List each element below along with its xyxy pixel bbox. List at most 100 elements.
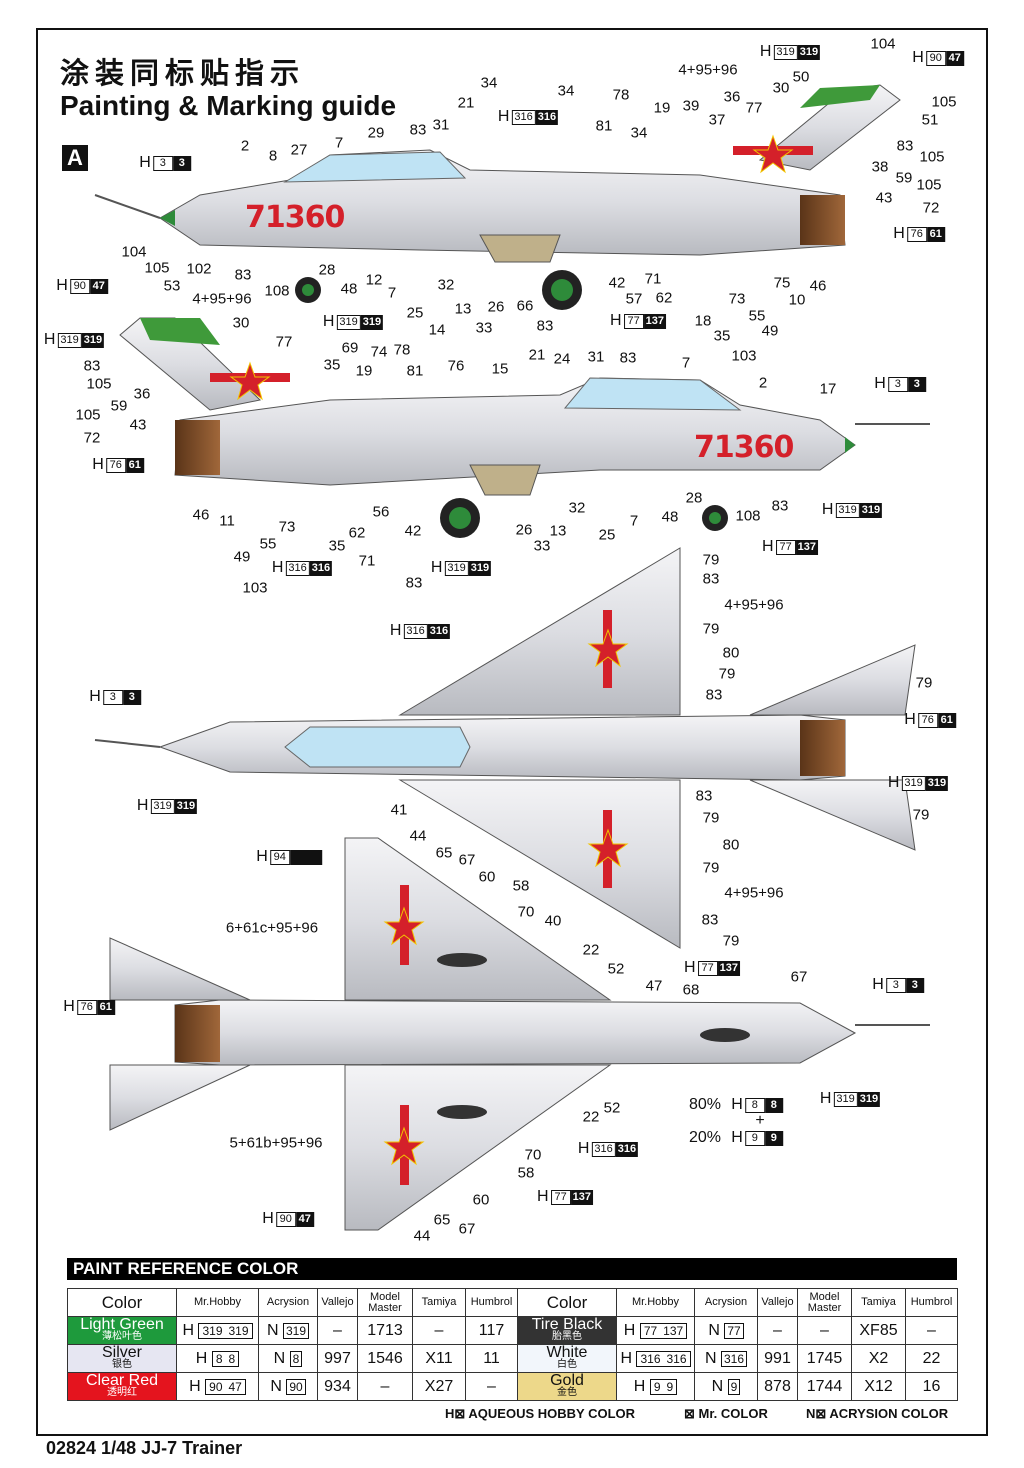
callout-number: 5+61b+95+96 bbox=[229, 1134, 323, 1152]
callout-number: 108 bbox=[264, 282, 290, 300]
code-box-black: 137 bbox=[570, 1189, 593, 1205]
callout-number: 62 bbox=[348, 524, 366, 542]
callout-number: 4+95+96 bbox=[678, 61, 738, 79]
callout-number: 33 bbox=[533, 537, 551, 555]
h-prefix: H bbox=[92, 456, 104, 473]
header-tamiya: Tamiya bbox=[851, 1288, 906, 1317]
callout-number: 83 bbox=[701, 911, 719, 929]
code-box-black: 9 bbox=[764, 1130, 783, 1146]
color-name-cn: 胎黑色 bbox=[552, 1330, 582, 1342]
callout-number: 30 bbox=[232, 314, 250, 332]
paint-reference-heading: PAINT REFERENCE COLOR bbox=[67, 1258, 957, 1280]
mix-badge-1: H 8 8 bbox=[731, 1096, 783, 1114]
model-master-cell: – bbox=[797, 1316, 852, 1345]
h-prefix: H bbox=[256, 848, 268, 865]
h-prefix: H bbox=[633, 1377, 646, 1395]
model-master-cell: 1546 bbox=[357, 1344, 413, 1373]
color-name: Tire Black bbox=[531, 1315, 603, 1333]
code-box-black: 137 bbox=[643, 313, 666, 329]
code-box: 77 bbox=[724, 1322, 744, 1339]
callout-number: 6+61c+95+96 bbox=[225, 919, 319, 937]
callout-number: 2 bbox=[758, 374, 768, 392]
h-prefix: H bbox=[874, 375, 886, 392]
aircraft-drawings bbox=[94, 84, 930, 1231]
h-prefix: H bbox=[731, 1129, 743, 1146]
callout-number: 67 bbox=[458, 851, 476, 869]
callout-number: 59 bbox=[110, 397, 128, 415]
callout-number: 77 bbox=[745, 99, 763, 117]
code-box: 319 bbox=[901, 775, 926, 791]
h-prefix: H bbox=[389, 622, 402, 639]
h-prefix: H bbox=[762, 538, 774, 555]
callout-number: 2 bbox=[240, 137, 250, 155]
vallejo-cell: – bbox=[757, 1316, 798, 1345]
callout-number: 27 bbox=[290, 141, 308, 159]
code-box: 319 bbox=[150, 798, 175, 814]
callout-number: 34 bbox=[630, 124, 648, 142]
header-tamiya: Tamiya bbox=[412, 1288, 466, 1317]
callout-number: 44 bbox=[409, 827, 427, 845]
callout-number: 32 bbox=[437, 276, 455, 294]
code-box-black: 319 bbox=[174, 798, 198, 814]
h-prefix: H bbox=[136, 797, 149, 814]
code-box: 8 bbox=[744, 1097, 765, 1113]
callout-number: 30 bbox=[772, 79, 790, 97]
paint-reference-table: Color Mr.Hobby Acrysion Vallejo Model Ma… bbox=[67, 1288, 958, 1401]
code-box-black: 316 bbox=[615, 1141, 639, 1157]
h-prefix: H bbox=[731, 1096, 743, 1113]
h-prefix: H bbox=[322, 313, 335, 330]
callout-number: 55 bbox=[259, 535, 277, 553]
callout-number: 29 bbox=[367, 124, 385, 142]
callout-number: 51 bbox=[921, 111, 939, 129]
code-box-black: 47 bbox=[295, 1211, 314, 1227]
code-box-black: 3 bbox=[172, 155, 191, 171]
callout-number: 79 bbox=[718, 665, 736, 683]
color-name-cn: 金色 bbox=[557, 1386, 577, 1398]
tamiya-cell: – bbox=[412, 1316, 466, 1345]
code-box-black: 137 bbox=[663, 1323, 684, 1338]
code-box: 316 bbox=[640, 1351, 661, 1366]
callout-number: 83 bbox=[619, 349, 637, 367]
callout-number: 73 bbox=[278, 518, 296, 536]
acrysion-cell: N 77 bbox=[694, 1316, 758, 1345]
callout-number: 58 bbox=[517, 1164, 535, 1182]
code-box: 319 bbox=[57, 332, 82, 348]
callout-number: 81 bbox=[595, 117, 613, 135]
color-name-cn: 透明红 bbox=[107, 1386, 137, 1398]
code-box: 319 bbox=[202, 1323, 223, 1338]
n-prefix: N bbox=[270, 1377, 282, 1395]
product-footer: 02824 1/48 JJ-7 Trainer bbox=[46, 1438, 243, 1458]
callout-number: 17 bbox=[819, 380, 837, 398]
code-box-black: 47 bbox=[945, 50, 964, 66]
callout-number: 8 bbox=[268, 147, 278, 165]
callout-number: 66 bbox=[516, 297, 534, 315]
code-box-black: 137 bbox=[717, 960, 740, 976]
callout-number: 11 bbox=[219, 512, 235, 530]
color-name: Light Green bbox=[80, 1315, 164, 1333]
callout-number: 80 bbox=[722, 836, 740, 854]
callout-number: 65 bbox=[433, 1211, 451, 1229]
callout-number: 22 bbox=[582, 941, 600, 959]
page-frame bbox=[36, 28, 988, 1436]
callout-number: 79 bbox=[702, 859, 720, 877]
code-box: 77 bbox=[697, 960, 718, 976]
callout-number: 4+95+96 bbox=[724, 884, 784, 902]
